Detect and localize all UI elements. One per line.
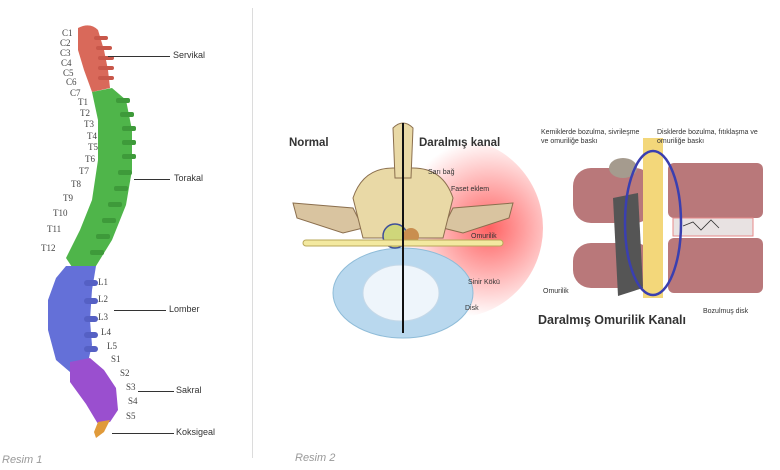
annotation-omurilik: Omurilik [471, 233, 497, 240]
annotation-disk: Disk [465, 305, 479, 312]
level-label: L3 [98, 312, 108, 322]
leader-line [134, 179, 170, 180]
level-label: S2 [120, 368, 130, 378]
spine-illustration [48, 25, 136, 438]
level-label: T11 [47, 224, 62, 234]
region-label-koksigeal: Koksigeal [176, 427, 216, 437]
level-label: S5 [126, 411, 136, 421]
narrowed-spinal-canal-title: Daralmış Omurilik Kanalı [538, 313, 686, 327]
spinal-cord-shape [643, 138, 663, 298]
divider [252, 8, 253, 458]
region-label-sakral: Sakral [176, 385, 202, 395]
annotation-faset-eklem: Faset eklem [451, 186, 490, 193]
level-label: T5 [88, 142, 98, 152]
level-label: S4 [128, 396, 138, 406]
level-label: C1 [62, 28, 73, 38]
annotation-degenerated-disc: Bozulmuş disk [703, 308, 749, 315]
sagittal-spine-illustration [573, 138, 763, 298]
spine-figure: C1 C2 C3 C4 C5 C6 C7 T1 T2 T3 T4 T5 T6 T… [0, 0, 252, 470]
level-label: L1 [98, 277, 108, 287]
annotation-bone-degeneration: Kemiklerde bozulma, sivrileşme ve omuril… [541, 129, 640, 145]
level-label: C7 [70, 88, 81, 98]
level-label: T7 [79, 166, 89, 176]
cervical-segment [78, 25, 110, 92]
region-label-torakal: Torakal [174, 173, 204, 183]
leader-line [138, 391, 174, 392]
annotation-omurilik-sagittal: Omurilik [543, 288, 569, 295]
region-label-servikal: Servikal [173, 50, 206, 60]
stenosis-figure: Normal Daralmış kanal Sarı bağ Faset ekl… [253, 0, 780, 470]
level-label: T2 [80, 108, 90, 118]
level-label: C2 [60, 38, 71, 48]
level-label: S1 [111, 354, 121, 364]
annotation-sari-bag: Sarı bağ [428, 169, 455, 176]
annotation-sinir-koku: Sinir Kökü [468, 279, 500, 286]
level-label: S3 [126, 382, 136, 392]
annotation-disc-degeneration: Disklerde bozulma, fıtıklaşma ve omurili… [657, 129, 758, 145]
axial-vertebra-illustration [292, 122, 543, 339]
level-label: C6 [66, 77, 77, 87]
level-label: C5 [63, 68, 74, 78]
level-label: T8 [71, 179, 81, 189]
level-label: L5 [107, 341, 117, 351]
level-label: C3 [60, 48, 71, 58]
narrowed-canal-label: Daralmış kanal [419, 137, 501, 149]
normal-label: Normal [289, 137, 329, 149]
thoracic-segment [66, 88, 132, 270]
level-label: T12 [41, 243, 56, 253]
highlight-ellipse [623, 149, 683, 297]
figure-caption: Resim 1 [2, 454, 43, 466]
leader-line [114, 310, 166, 311]
level-label: T10 [53, 208, 68, 218]
leader-line [112, 433, 174, 434]
level-label: T1 [78, 97, 88, 107]
level-label: T6 [85, 154, 95, 164]
level-label: T3 [84, 119, 94, 129]
coccyx-segment [94, 420, 110, 438]
leader-line [108, 56, 170, 57]
lumbar-segment [48, 266, 96, 372]
figure-caption: Resim 2 [295, 452, 336, 464]
region-label-lomber: Lomber [169, 304, 200, 314]
level-label: T4 [87, 131, 97, 141]
level-label: C4 [61, 58, 72, 68]
level-label: L4 [101, 327, 111, 337]
level-label: L2 [98, 294, 108, 304]
sacral-segment [70, 358, 118, 424]
level-label: T9 [63, 193, 73, 203]
